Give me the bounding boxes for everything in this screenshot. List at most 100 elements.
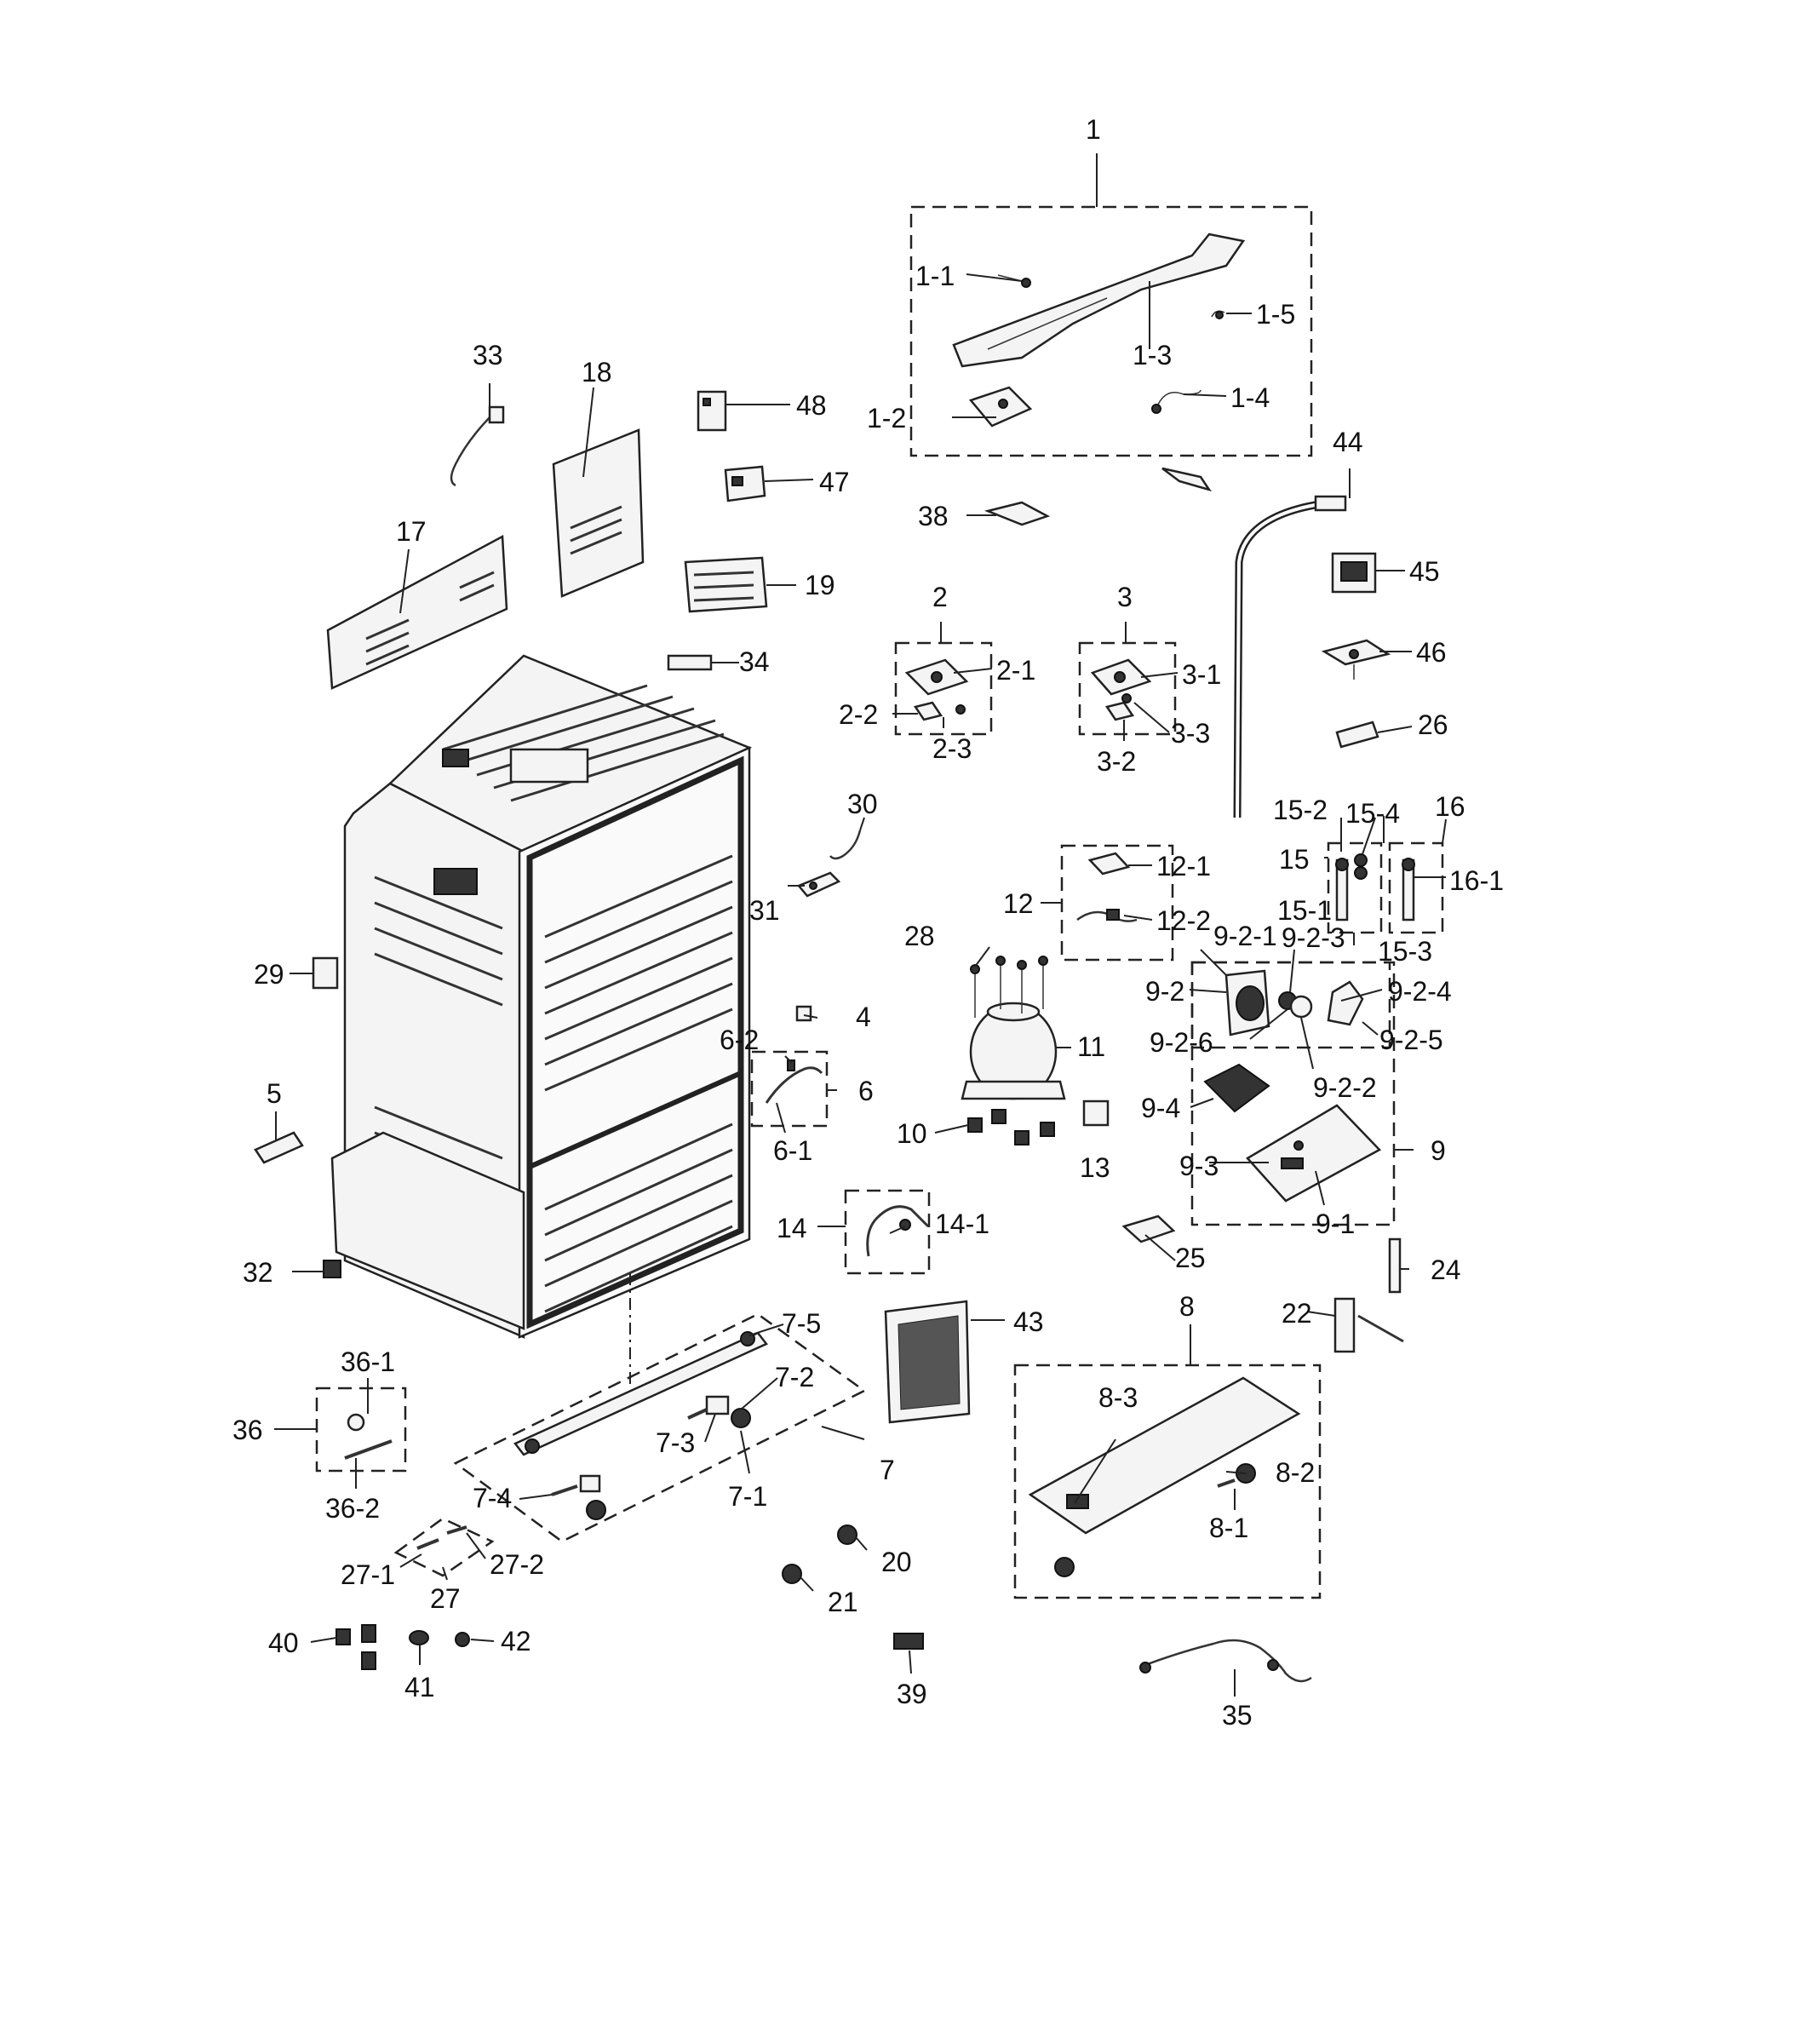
label-9-2-3: 9-2-3 bbox=[1282, 922, 1345, 953]
label-7-5: 7-5 bbox=[782, 1308, 821, 1339]
label-15-2: 15-2 bbox=[1273, 795, 1328, 825]
label-9-2-5: 9-2-5 bbox=[1379, 1025, 1443, 1055]
label-12-1: 12-1 bbox=[1156, 851, 1211, 881]
label-1-4: 1-4 bbox=[1230, 382, 1270, 413]
part-19 bbox=[684, 556, 768, 613]
part-9-2-fan bbox=[1224, 969, 1364, 1036]
group-box-16 bbox=[1388, 841, 1444, 934]
label-3-2: 3-2 bbox=[1097, 746, 1136, 777]
label-1: 1 bbox=[1086, 114, 1101, 145]
group-box-9 bbox=[1190, 961, 1396, 1226]
part-30-wire bbox=[829, 830, 862, 860]
group-box-36 bbox=[315, 1387, 407, 1473]
part-32 bbox=[323, 1260, 341, 1278]
label-32: 32 bbox=[243, 1257, 273, 1288]
part-33-power-cord bbox=[450, 405, 505, 487]
label-27-2: 27-2 bbox=[490, 1549, 544, 1580]
part-9-1 bbox=[1246, 1104, 1382, 1203]
label-7: 7 bbox=[880, 1455, 895, 1485]
label-24: 24 bbox=[1431, 1255, 1461, 1285]
label-2-1: 2-1 bbox=[996, 655, 1035, 686]
label-6-1: 6-1 bbox=[773, 1135, 812, 1166]
label-3: 3 bbox=[1117, 582, 1133, 612]
label-14-1: 14-1 bbox=[935, 1209, 989, 1239]
label-1-3: 1-3 bbox=[1133, 340, 1172, 370]
group-box-3 bbox=[1078, 641, 1177, 736]
label-45: 45 bbox=[1409, 556, 1440, 587]
label-40: 40 bbox=[268, 1628, 299, 1658]
label-30: 30 bbox=[847, 789, 878, 819]
label-6-2: 6-2 bbox=[720, 1025, 759, 1055]
label-16-1: 16-1 bbox=[1449, 865, 1504, 896]
label-15: 15 bbox=[1279, 844, 1310, 875]
label-12-2: 12-2 bbox=[1156, 905, 1211, 936]
group-box-15 bbox=[1327, 841, 1383, 934]
label-12: 12 bbox=[1003, 888, 1034, 919]
label-33: 33 bbox=[473, 340, 503, 370]
label-7-4: 7-4 bbox=[473, 1483, 512, 1513]
label-7-2: 7-2 bbox=[775, 1362, 814, 1392]
label-9-1: 9-1 bbox=[1316, 1209, 1355, 1239]
part-15 bbox=[1335, 853, 1368, 922]
label-34: 34 bbox=[739, 646, 770, 677]
label-26: 26 bbox=[1418, 709, 1448, 740]
label-2-3: 2-3 bbox=[932, 733, 972, 764]
label-31: 31 bbox=[749, 895, 780, 926]
group-box-8 bbox=[1013, 1364, 1322, 1599]
label-1-5: 1-5 bbox=[1256, 299, 1295, 330]
label-17: 17 bbox=[396, 516, 427, 547]
group-box-6 bbox=[750, 1050, 829, 1128]
label-8: 8 bbox=[1179, 1291, 1195, 1322]
label-19: 19 bbox=[805, 570, 835, 600]
label-27: 27 bbox=[430, 1583, 461, 1614]
part-20 bbox=[837, 1524, 857, 1545]
part-extra-bracket bbox=[1161, 467, 1212, 492]
group-box-7 bbox=[453, 1312, 867, 1543]
label-8-1: 8-1 bbox=[1209, 1513, 1248, 1543]
part-38 bbox=[984, 501, 1051, 526]
label-15-1: 15-1 bbox=[1277, 895, 1332, 926]
label-9-2-1: 9-2-1 bbox=[1213, 921, 1277, 951]
part-31 bbox=[796, 871, 841, 898]
label-36-1: 36-1 bbox=[341, 1346, 395, 1377]
label-21: 21 bbox=[828, 1587, 858, 1617]
part-7-rail bbox=[513, 1331, 768, 1520]
label-9: 9 bbox=[1431, 1135, 1446, 1166]
label-9-3: 9-3 bbox=[1179, 1151, 1219, 1181]
group-box-27 bbox=[393, 1517, 495, 1577]
refrigerator-cabinet bbox=[330, 654, 753, 1339]
label-8-2: 8-2 bbox=[1276, 1457, 1315, 1488]
group-box-1 bbox=[909, 205, 1313, 457]
part-4 bbox=[795, 1005, 812, 1022]
part-42 bbox=[455, 1632, 470, 1647]
part-34 bbox=[667, 654, 713, 671]
label-9-2-4: 9-2-4 bbox=[1388, 976, 1452, 1007]
label-43: 43 bbox=[1013, 1306, 1044, 1337]
label-35: 35 bbox=[1222, 1700, 1253, 1731]
label-5: 5 bbox=[267, 1078, 282, 1109]
part-29 bbox=[312, 956, 339, 990]
label-1-2: 1-2 bbox=[867, 403, 906, 433]
part-45 bbox=[1331, 552, 1377, 594]
label-4: 4 bbox=[856, 1002, 871, 1032]
part-3-hinge bbox=[1090, 658, 1152, 721]
label-1-1: 1-1 bbox=[915, 261, 955, 291]
label-36-2: 36-2 bbox=[325, 1493, 380, 1524]
label-7-1: 7-1 bbox=[728, 1481, 767, 1512]
part-41 bbox=[409, 1630, 429, 1645]
part-1-bracket bbox=[952, 233, 1246, 428]
label-16: 16 bbox=[1435, 791, 1465, 822]
part-39 bbox=[893, 1633, 924, 1650]
group-box-2 bbox=[894, 641, 993, 736]
label-36: 36 bbox=[232, 1415, 263, 1445]
part-10-grommets bbox=[967, 1109, 1055, 1145]
part-25 bbox=[1121, 1214, 1176, 1243]
label-2-2: 2-2 bbox=[839, 699, 878, 730]
label-15-3: 15-3 bbox=[1378, 936, 1432, 967]
label-25: 25 bbox=[1175, 1243, 1206, 1273]
part-27 bbox=[416, 1525, 467, 1550]
part-21 bbox=[782, 1564, 802, 1584]
part-5 bbox=[254, 1131, 304, 1164]
part-44-tube bbox=[1233, 495, 1347, 818]
label-39: 39 bbox=[897, 1679, 927, 1709]
